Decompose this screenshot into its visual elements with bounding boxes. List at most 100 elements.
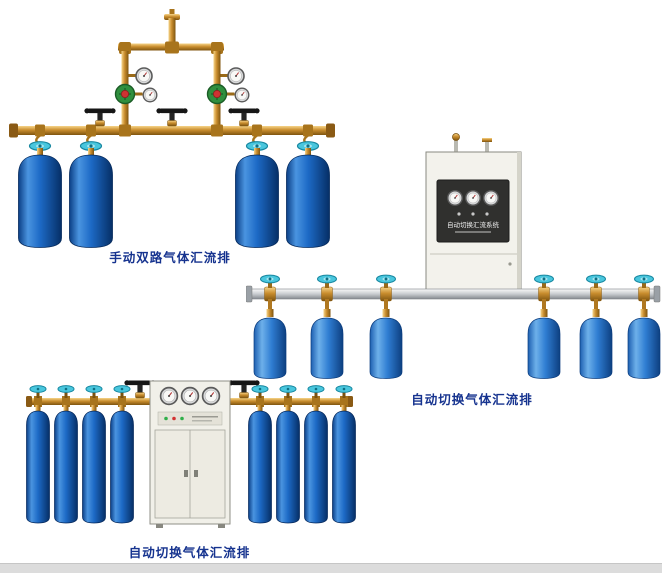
pigtail-tube [384,299,388,311]
gas-cylinder [527,308,561,379]
door-handle [184,470,188,477]
valve-stem [36,391,40,398]
header-end-cap [326,123,335,138]
door-handle [194,470,198,477]
tee-fitting [638,286,650,302]
indicator-light [485,212,489,216]
valve-handwheel [586,274,606,284]
tee-fitting [321,286,333,302]
valve-handwheel [634,274,654,284]
shutoff-valve-handle [228,107,260,127]
gas-cylinder [110,404,134,524]
pressure-gauge [227,67,245,85]
pressure-gauge [465,190,481,206]
gas-cylinder [26,404,50,524]
tee-fitting [340,396,348,407]
inlet-stub [169,9,175,14]
valve-handwheel [534,274,554,284]
gas-cylinder [627,308,661,379]
valve-handwheel [85,385,103,393]
pigtail-tube [325,299,329,311]
inlet-flange [164,14,180,20]
gas-cylinder [332,404,356,524]
product-caption: 手动双路气体汇流排 [109,251,231,265]
valve-handwheel [113,385,131,393]
control-strip [157,411,223,426]
gas-cylinder [70,142,113,248]
regulator-handwheel [114,83,136,105]
tee-fitting [538,286,550,302]
inlet-pipe [168,18,176,44]
gas-cylinder [253,308,287,379]
valve-stem [268,281,272,288]
gauge-stub [128,92,143,96]
upper-tee-fitting [165,41,179,54]
gas-cylinder [276,404,300,524]
valve-handwheel [279,385,297,393]
valve-stem [325,281,329,288]
indicator-light [457,212,461,216]
pipe-end-flange [246,285,253,303]
cabinet-top-fitting [482,138,492,142]
valve-handwheel [57,385,75,393]
gas-cylinder [54,404,78,524]
cylinder-port-fitting [252,124,262,137]
cabinet-sublabel-line [455,231,491,233]
header-tee-fitting [119,124,131,137]
cylinder-stations [29,385,353,407]
gas-cylinder [248,404,272,524]
pressure-gauge [159,386,179,406]
regulator-handwheel [206,83,228,105]
pressure-gauge [135,67,153,85]
gas-cylinder [310,308,344,379]
control-cabinet: 自动切换汇流系统 [425,151,522,291]
cylinder-port-fitting [35,124,45,137]
tee-fitting [284,396,292,407]
pressure-gauge [447,190,463,206]
valve-stem [642,281,646,288]
valve-stem [258,391,262,398]
pressure-gauge [234,87,250,103]
valve-stem [92,391,96,398]
cabinet-top-valve [452,133,460,141]
gauge-stub [220,92,235,96]
gas-cylinder [579,308,613,379]
pressure-gauge [142,87,158,103]
indicator-light [172,416,176,421]
valve-stem [342,391,346,398]
footer-strip [0,563,662,573]
cabinet-foot [156,524,163,528]
gas-cylinder [82,404,106,524]
tee-fitting [118,396,126,407]
tee-fitting [380,286,392,302]
valve-handwheel [260,274,280,284]
valve-stem [286,391,290,398]
cylinder-port-fitting [303,124,313,137]
valve-stem [384,281,388,288]
auto-switch-center-cabinet-illustration [26,379,356,528]
indicator-light [164,416,168,421]
pigtail-tube [542,299,546,311]
pigtail-tube [594,299,598,311]
control-cabinet [149,380,231,528]
tee-fitting [312,396,320,407]
cabinet-top-pipe [485,141,489,152]
valve-stem [594,281,598,288]
gas-cylinder [304,404,328,524]
manual-dual-manifold-illustration [9,9,335,258]
tee-fitting [90,396,98,407]
indicator-light [471,212,475,216]
header-tee-fitting [211,124,223,137]
strip-text-line [192,416,218,418]
strip-text-line [192,420,212,422]
pipe-end-cap [26,396,32,407]
product-caption: 自动切换气体汇流排 [128,546,251,560]
pressure-gauge [483,190,499,206]
valve-stem [120,391,124,398]
gas-cylinder [369,308,403,379]
gauge-stub [128,74,139,77]
cabinet-foot [218,524,225,528]
pipe-end-cap [347,396,353,407]
tee-fitting [590,286,602,302]
